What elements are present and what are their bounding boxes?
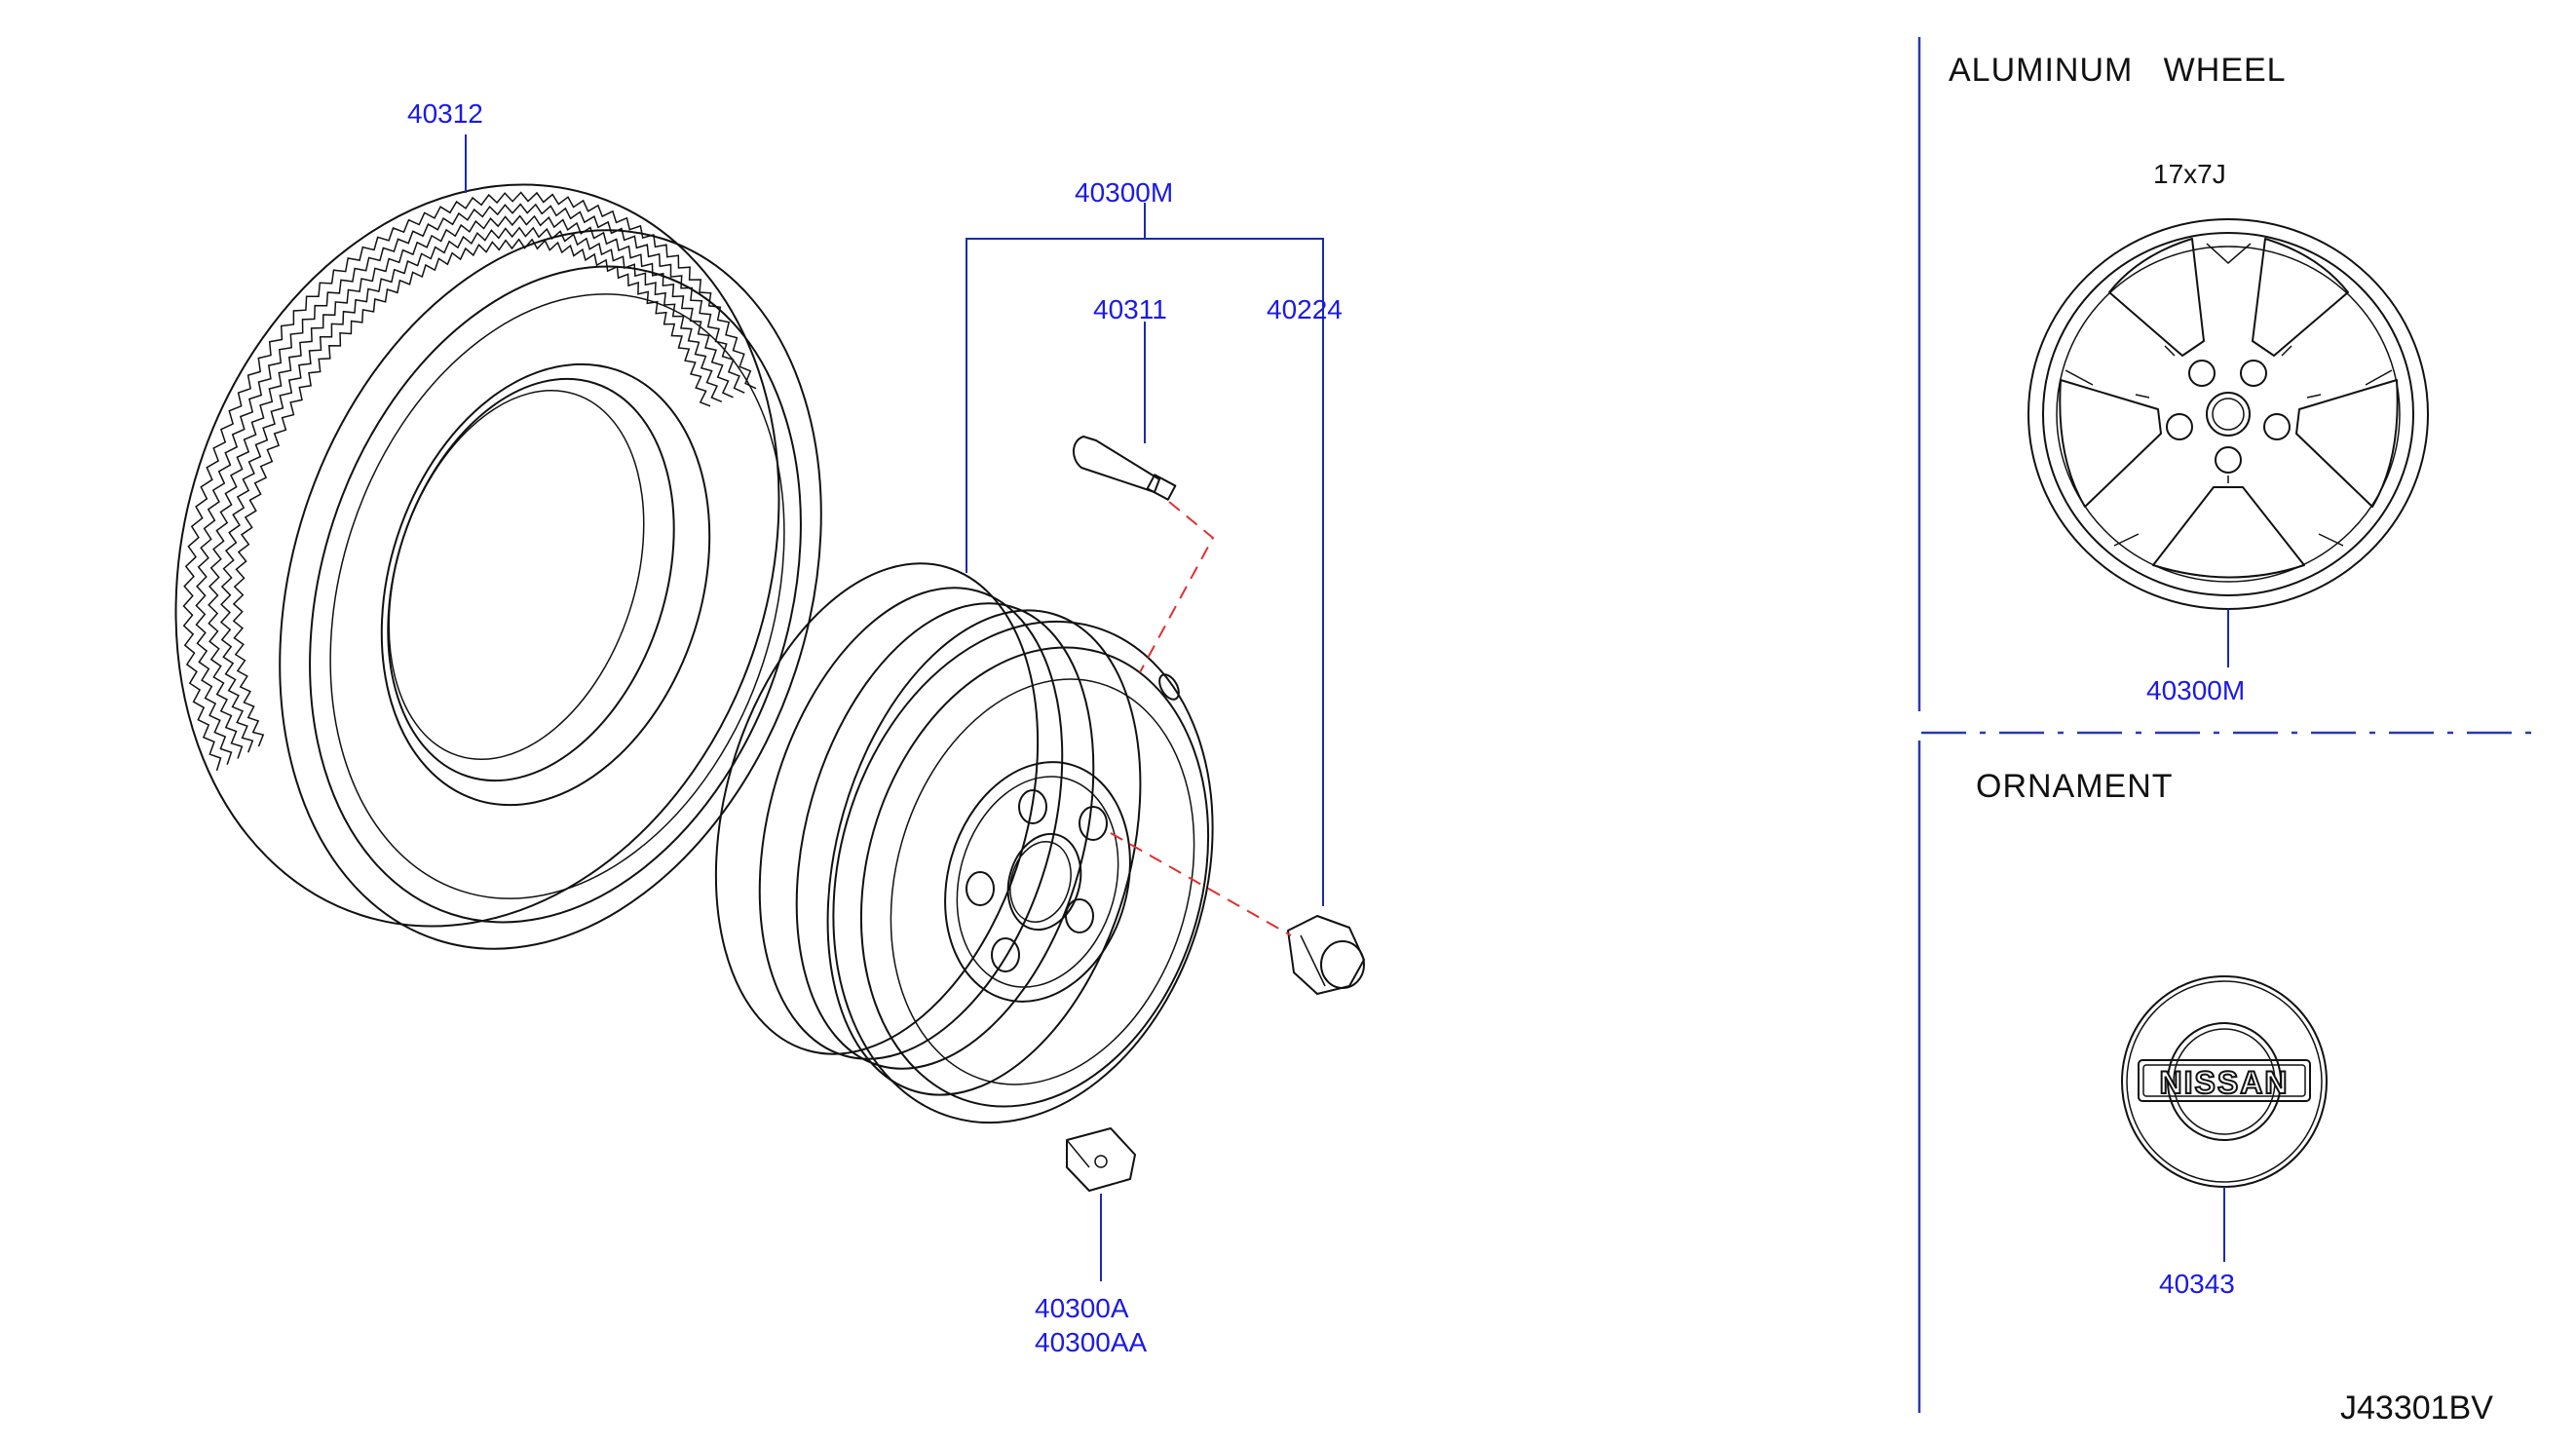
tread-row xyxy=(232,238,711,747)
diagram-id: J43301BV xyxy=(2340,1389,2493,1427)
alloy-wheel-drawing xyxy=(2027,218,2429,610)
tread-pattern xyxy=(182,191,757,772)
tire-drawing xyxy=(174,183,822,950)
emblem-text: NISSAN xyxy=(2160,1065,2290,1100)
label-weight-aa: 40300AA xyxy=(1035,1327,1148,1357)
tread-row xyxy=(182,191,757,772)
tread-row xyxy=(208,214,734,759)
tread-row xyxy=(195,203,745,765)
label-alloy-wheel: 40300M xyxy=(2146,675,2245,705)
balance-weight-drawing xyxy=(1066,1127,1136,1192)
label-weight-a: 40300A xyxy=(1035,1293,1129,1323)
section-title-ornament: ORNAMENT xyxy=(1976,768,2174,805)
wheel-size-label: 17x7J xyxy=(2153,159,2226,189)
label-tire: 40312 xyxy=(407,98,483,129)
label-wheel-assy: 40300M xyxy=(1075,177,1173,208)
nut-pointer xyxy=(1110,832,1292,936)
ornament-drawing: NISSAN xyxy=(2121,975,2328,1188)
label-valve: 40311 xyxy=(1093,294,1167,324)
steel-wheel-drawing xyxy=(714,562,1214,1124)
section-title-aluminum-wheel: ALUMINUM WHEEL xyxy=(1949,52,2287,89)
tread-row xyxy=(219,226,723,753)
lug-nut-drawing xyxy=(1287,915,1365,995)
valve-stem-drawing xyxy=(1073,436,1177,501)
valve-pointer xyxy=(1139,501,1215,673)
label-ornament: 40343 xyxy=(2159,1269,2235,1299)
label-nut: 40224 xyxy=(1267,294,1343,324)
